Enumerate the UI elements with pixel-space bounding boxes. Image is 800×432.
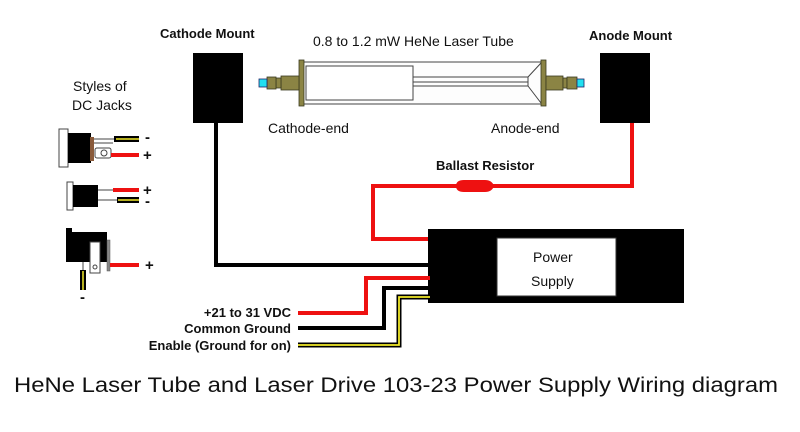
tube-anode-cone-bottom [527, 85, 542, 104]
jack3-plus-label: + [145, 257, 154, 274]
input-wire-ground [298, 286, 430, 330]
cathode-mount [193, 53, 243, 123]
jack3-center-tab [89, 241, 101, 274]
input-wire-enable-stripe [298, 296, 430, 346]
ballast-resistor [456, 180, 494, 192]
jack3-minus-label: - [80, 289, 85, 306]
tube-anode-cone-top [527, 62, 542, 78]
power-supply-label-panel [496, 237, 617, 297]
dc-jack-style-2: + - [66, 181, 152, 211]
anode-end-label: Anode-end [491, 120, 560, 136]
cathode-fitting-neck [275, 77, 282, 89]
tube-cathode-endcap [298, 59, 305, 107]
jack2-minus-label: - [145, 193, 150, 210]
input-label-positive: +21 to 31 VDC [204, 305, 292, 320]
jack1-tab-hole [100, 149, 108, 157]
power-supply-label-line2: Supply [531, 273, 574, 289]
ballast-resistor-label: Ballast Resistor [436, 158, 534, 173]
anode-fitting-neck [562, 77, 568, 89]
laser-tube-label: 0.8 to 1.2 mW HeNe Laser Tube [313, 33, 514, 49]
cathode-fitting-small [266, 76, 277, 90]
jack1-flange [58, 128, 69, 168]
dc-jack-style-3: + - [66, 228, 154, 306]
jack2-flange [66, 181, 74, 211]
dc-jack-style-1: - + [58, 128, 152, 168]
cathode-mount-label: Cathode Mount [160, 26, 255, 41]
anode-mirror-window [576, 78, 585, 88]
jack3-side-tab [106, 239, 111, 272]
diagram-title: HeNe Laser Tube and Laser Drive 103-23 P… [14, 374, 778, 397]
dc-jacks-heading-line1: Styles of [73, 78, 127, 94]
jack1-ring [90, 137, 94, 161]
cathode-end-label: Cathode-end [268, 120, 349, 136]
tube-cathode-can [305, 65, 414, 101]
jack2-body [73, 185, 98, 207]
dc-jacks-heading-line2: DC Jacks [72, 97, 132, 113]
anode-fitting-large [545, 75, 564, 91]
input-label-ground: Common Ground [184, 321, 291, 336]
anode-mount [600, 53, 650, 123]
input-label-enable: Enable (Ground for on) [149, 338, 291, 353]
input-wire-positive [298, 276, 430, 315]
jack3-body [66, 228, 107, 262]
jack2-plus-label: + [143, 182, 152, 199]
jack1-body [68, 133, 91, 163]
cathode-fitting-large [280, 75, 300, 91]
jack1-minus-label: - [145, 129, 150, 146]
anode-mount-label: Anode Mount [589, 28, 673, 43]
jack3-tab-hole [92, 264, 98, 270]
power-supply-label-line1: Power [533, 249, 573, 265]
tube-anode-endcap [540, 59, 547, 107]
dc-jacks-legend: Styles of DC Jacks - + + - [58, 78, 154, 306]
anode-fitting-small [566, 76, 578, 90]
cathode-mirror-window [258, 78, 268, 88]
jack1-plus-label: + [143, 147, 152, 164]
cathode-wire [214, 123, 430, 267]
anode-wire [371, 123, 634, 241]
laser-tube [258, 59, 585, 107]
